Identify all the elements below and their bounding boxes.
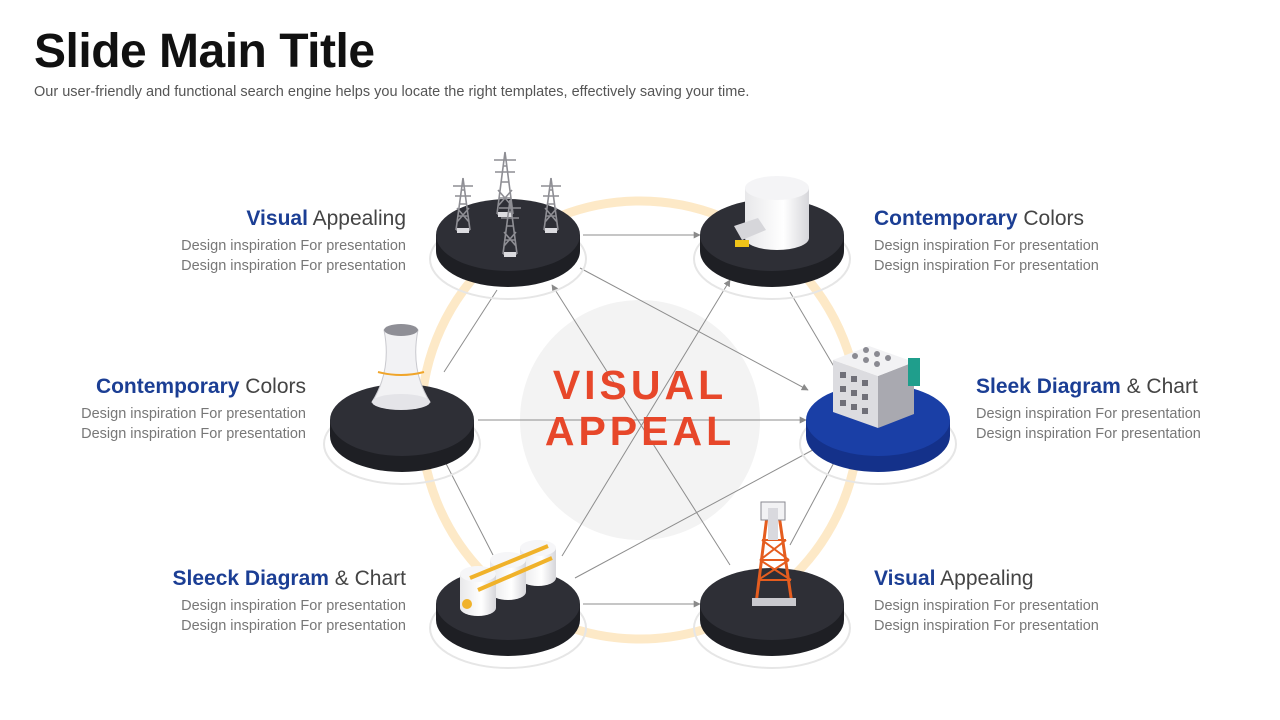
node-label-visual-appealing-top: Visual Appealing Design inspiration For … <box>76 206 406 276</box>
node-description: Design inspiration For presentation <box>976 406 1201 422</box>
center-label-line2: APPEAL <box>544 408 736 454</box>
node-description: Design inspiration For presentation <box>874 598 1099 614</box>
node-description: Design inspiration For presentation <box>874 618 1099 634</box>
node-heading: Sleeck Diagram & Chart <box>172 567 406 590</box>
node-heading: Sleek Diagram & Chart <box>976 375 1198 398</box>
power-tower-icon <box>453 151 561 257</box>
node-heading: Visual Appealing <box>874 567 1034 590</box>
connector-arrow <box>579 267 809 391</box>
node-description: Design inspiration For presentation <box>181 598 406 614</box>
connector-arrow <box>551 284 731 566</box>
center-label-line1: VISUAL <box>552 362 728 408</box>
oil-tanks-icon <box>460 540 556 616</box>
slide-subtitle: Our user-friendly and functional search … <box>34 84 750 100</box>
node-description: Design inspiration For presentation <box>81 426 306 442</box>
node-platform <box>323 384 481 485</box>
node-description: Design inspiration For presentation <box>181 238 406 254</box>
connectors <box>437 231 839 608</box>
node-platform <box>693 568 851 669</box>
node-description: Design inspiration For presentation <box>976 426 1201 442</box>
connector-arrow <box>437 447 494 556</box>
slide-title: Slide Main Title <box>34 25 375 78</box>
cooling-tower-icon <box>371 324 431 410</box>
node-heading: Contemporary Colors <box>874 207 1085 230</box>
node-description: Design inspiration For presentation <box>874 238 1099 254</box>
node-label-sleeck-diagram: Sleeck Diagram & Chart Design inspiratio… <box>76 566 406 636</box>
connector-arrow <box>443 289 498 373</box>
office-building-icon <box>833 346 920 428</box>
node-description: Design inspiration For presentation <box>874 258 1099 274</box>
connector-arrow <box>789 454 839 546</box>
node-label-contemporary-colors-top: Contemporary Colors Design inspiration F… <box>874 206 1204 276</box>
node-heading: Contemporary Colors <box>95 375 306 398</box>
connector-arrow <box>561 279 731 557</box>
connector-arrow <box>789 291 837 371</box>
node-label-visual-appealing-bottom: Visual Appealing Design inspiration For … <box>874 566 1204 636</box>
connector-arrow <box>574 444 823 579</box>
center-label: VISUAL APPEAL <box>520 362 760 454</box>
node-platform <box>429 199 587 300</box>
node-label-contemporary-colors-left: Contemporary Colors Design inspiration F… <box>0 374 306 444</box>
oil-derrick-icon <box>752 501 796 606</box>
node-description: Design inspiration For presentation <box>181 258 406 274</box>
node-description: Design inspiration For presentation <box>81 406 306 422</box>
node-label-sleek-diagram: Sleek Diagram & Chart Design inspiration… <box>976 374 1266 444</box>
storage-tank-building-icon <box>734 176 809 250</box>
node-description: Design inspiration For presentation <box>181 618 406 634</box>
node-heading: Visual Appealing <box>246 207 406 230</box>
